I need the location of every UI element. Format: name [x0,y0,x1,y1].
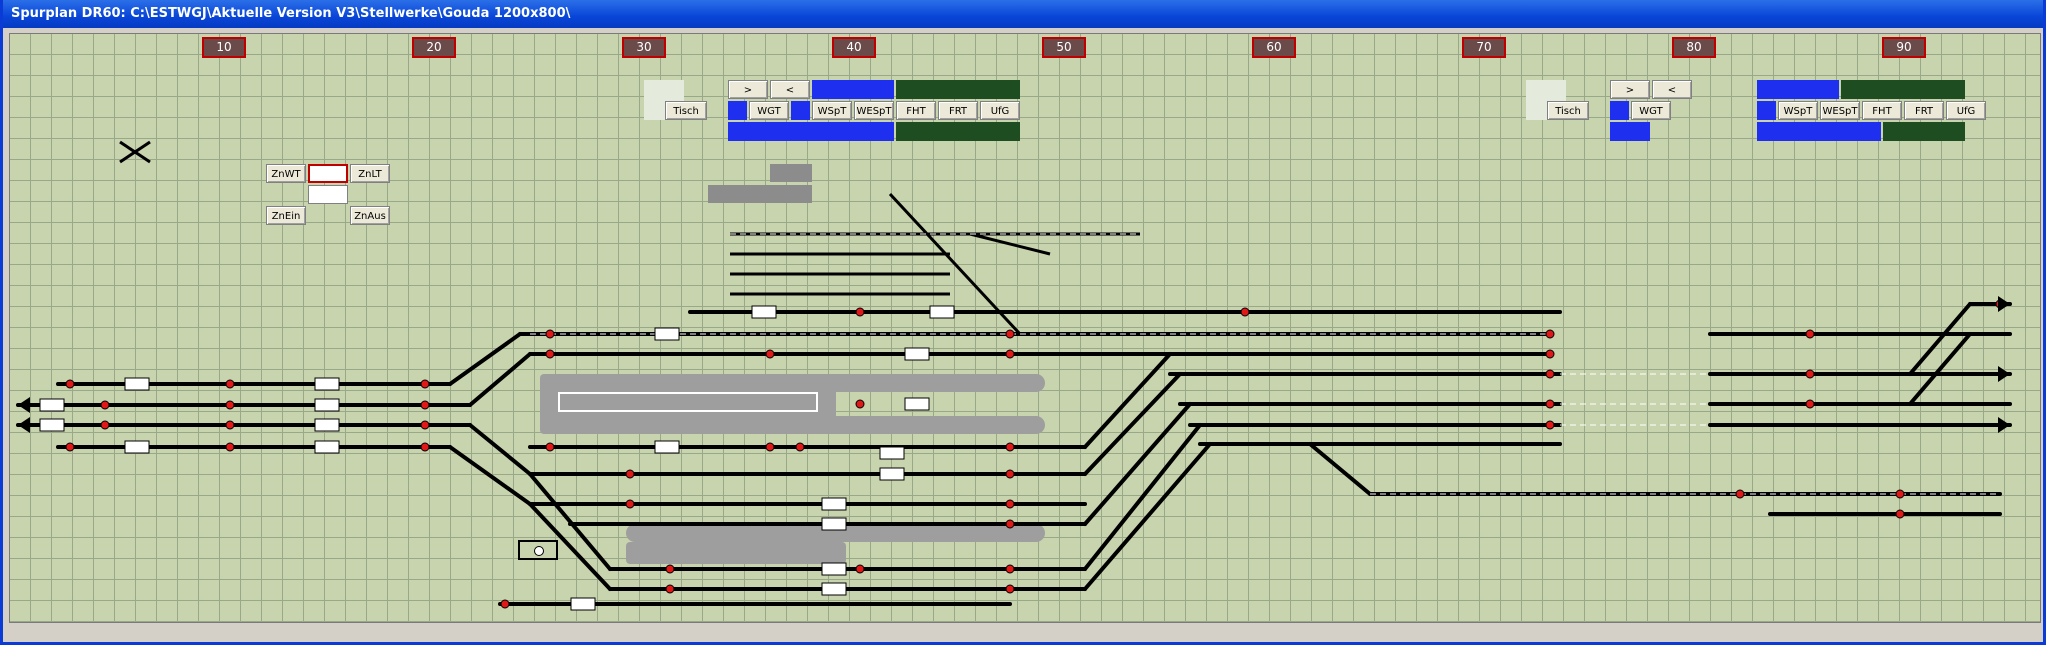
platform-block [540,374,836,434]
znein-button[interactable]: ZnEin [266,206,306,225]
train-number-input[interactable] [308,164,348,183]
ufg-button-2[interactable]: UfG [1946,101,1986,120]
wespt-button-2[interactable]: WESpT [1820,101,1860,120]
ruler-marker-10: 10 [202,37,246,58]
wgt-button-2[interactable]: WGT [1631,101,1671,120]
key-blue-row1 [812,80,894,99]
znwt-button[interactable]: ZnWT [266,164,306,183]
key-blue-row3 [728,122,894,141]
yard-block [708,185,812,203]
frt-button-2[interactable]: FRT [1904,101,1944,120]
track-diagram-board[interactable]: 10 20 30 40 50 60 70 80 90 > < Tisch WGT… [9,33,2041,623]
arrow-right-button-2[interactable]: > [1610,80,1650,99]
track-network[interactable] [10,34,2041,623]
key-blue [1757,101,1776,120]
key-green-row1 [1841,80,1965,99]
wspt-button[interactable]: WSpT [812,101,852,120]
train-number-display [308,185,348,204]
tisch-button-2[interactable]: Tisch [1547,101,1589,120]
arrow-left-button-2[interactable]: < [1652,80,1692,99]
wgt-button[interactable]: WGT [749,101,789,120]
block-markers [39,305,955,611]
main-tracks [16,302,2012,606]
signals [65,299,2005,609]
track-occupancy-dashes [530,233,2000,495]
platform-3 [626,524,1045,542]
key-blue [1610,122,1650,141]
platform-outline [558,392,818,412]
key-blue-row1 [1757,80,1839,99]
key-green-row3 [896,122,1020,141]
key-blue [728,101,747,120]
znaus-button[interactable]: ZnAus [350,206,390,225]
frt-button[interactable]: FRT [938,101,978,120]
crossing-icon [119,140,151,164]
wespt-button[interactable]: WESpT [854,101,894,120]
fht-button-2[interactable]: FHT [1862,101,1902,120]
key-blue [1610,101,1629,120]
key-blue-row3 [1757,122,1881,141]
fht-button[interactable]: FHT [896,101,936,120]
window-title: Spurplan DR60: C:\ESTWGJ\Aktuelle Versio… [3,0,2043,28]
ruler-marker-60: 60 [1252,37,1296,58]
ruler-marker-40: 40 [832,37,876,58]
ruler-marker-80: 80 [1672,37,1716,58]
arrow-right-button[interactable]: > [728,80,768,99]
wspt-button-2[interactable]: WSpT [1778,101,1818,120]
tisch-button[interactable]: Tisch [665,101,707,120]
ruler-marker-30: 30 [622,37,666,58]
yard-block [770,164,812,182]
arrow-left-button[interactable]: < [770,80,810,99]
ruler-marker-20: 20 [412,37,456,58]
status-bar [9,624,2041,638]
key-green-row1 [896,80,1020,99]
znlt-button[interactable]: ZnLT [350,164,390,183]
key-green-row3 [1883,122,1965,141]
ufg-button[interactable]: UfG [980,101,1020,120]
ruler-marker-50: 50 [1042,37,1086,58]
direction-arrows [18,296,2010,433]
signal-box-icon [518,540,558,560]
key-blue [791,101,810,120]
ruler-marker-70: 70 [1462,37,1506,58]
ruler-marker-90: 90 [1882,37,1926,58]
platform-3-block [626,542,846,564]
